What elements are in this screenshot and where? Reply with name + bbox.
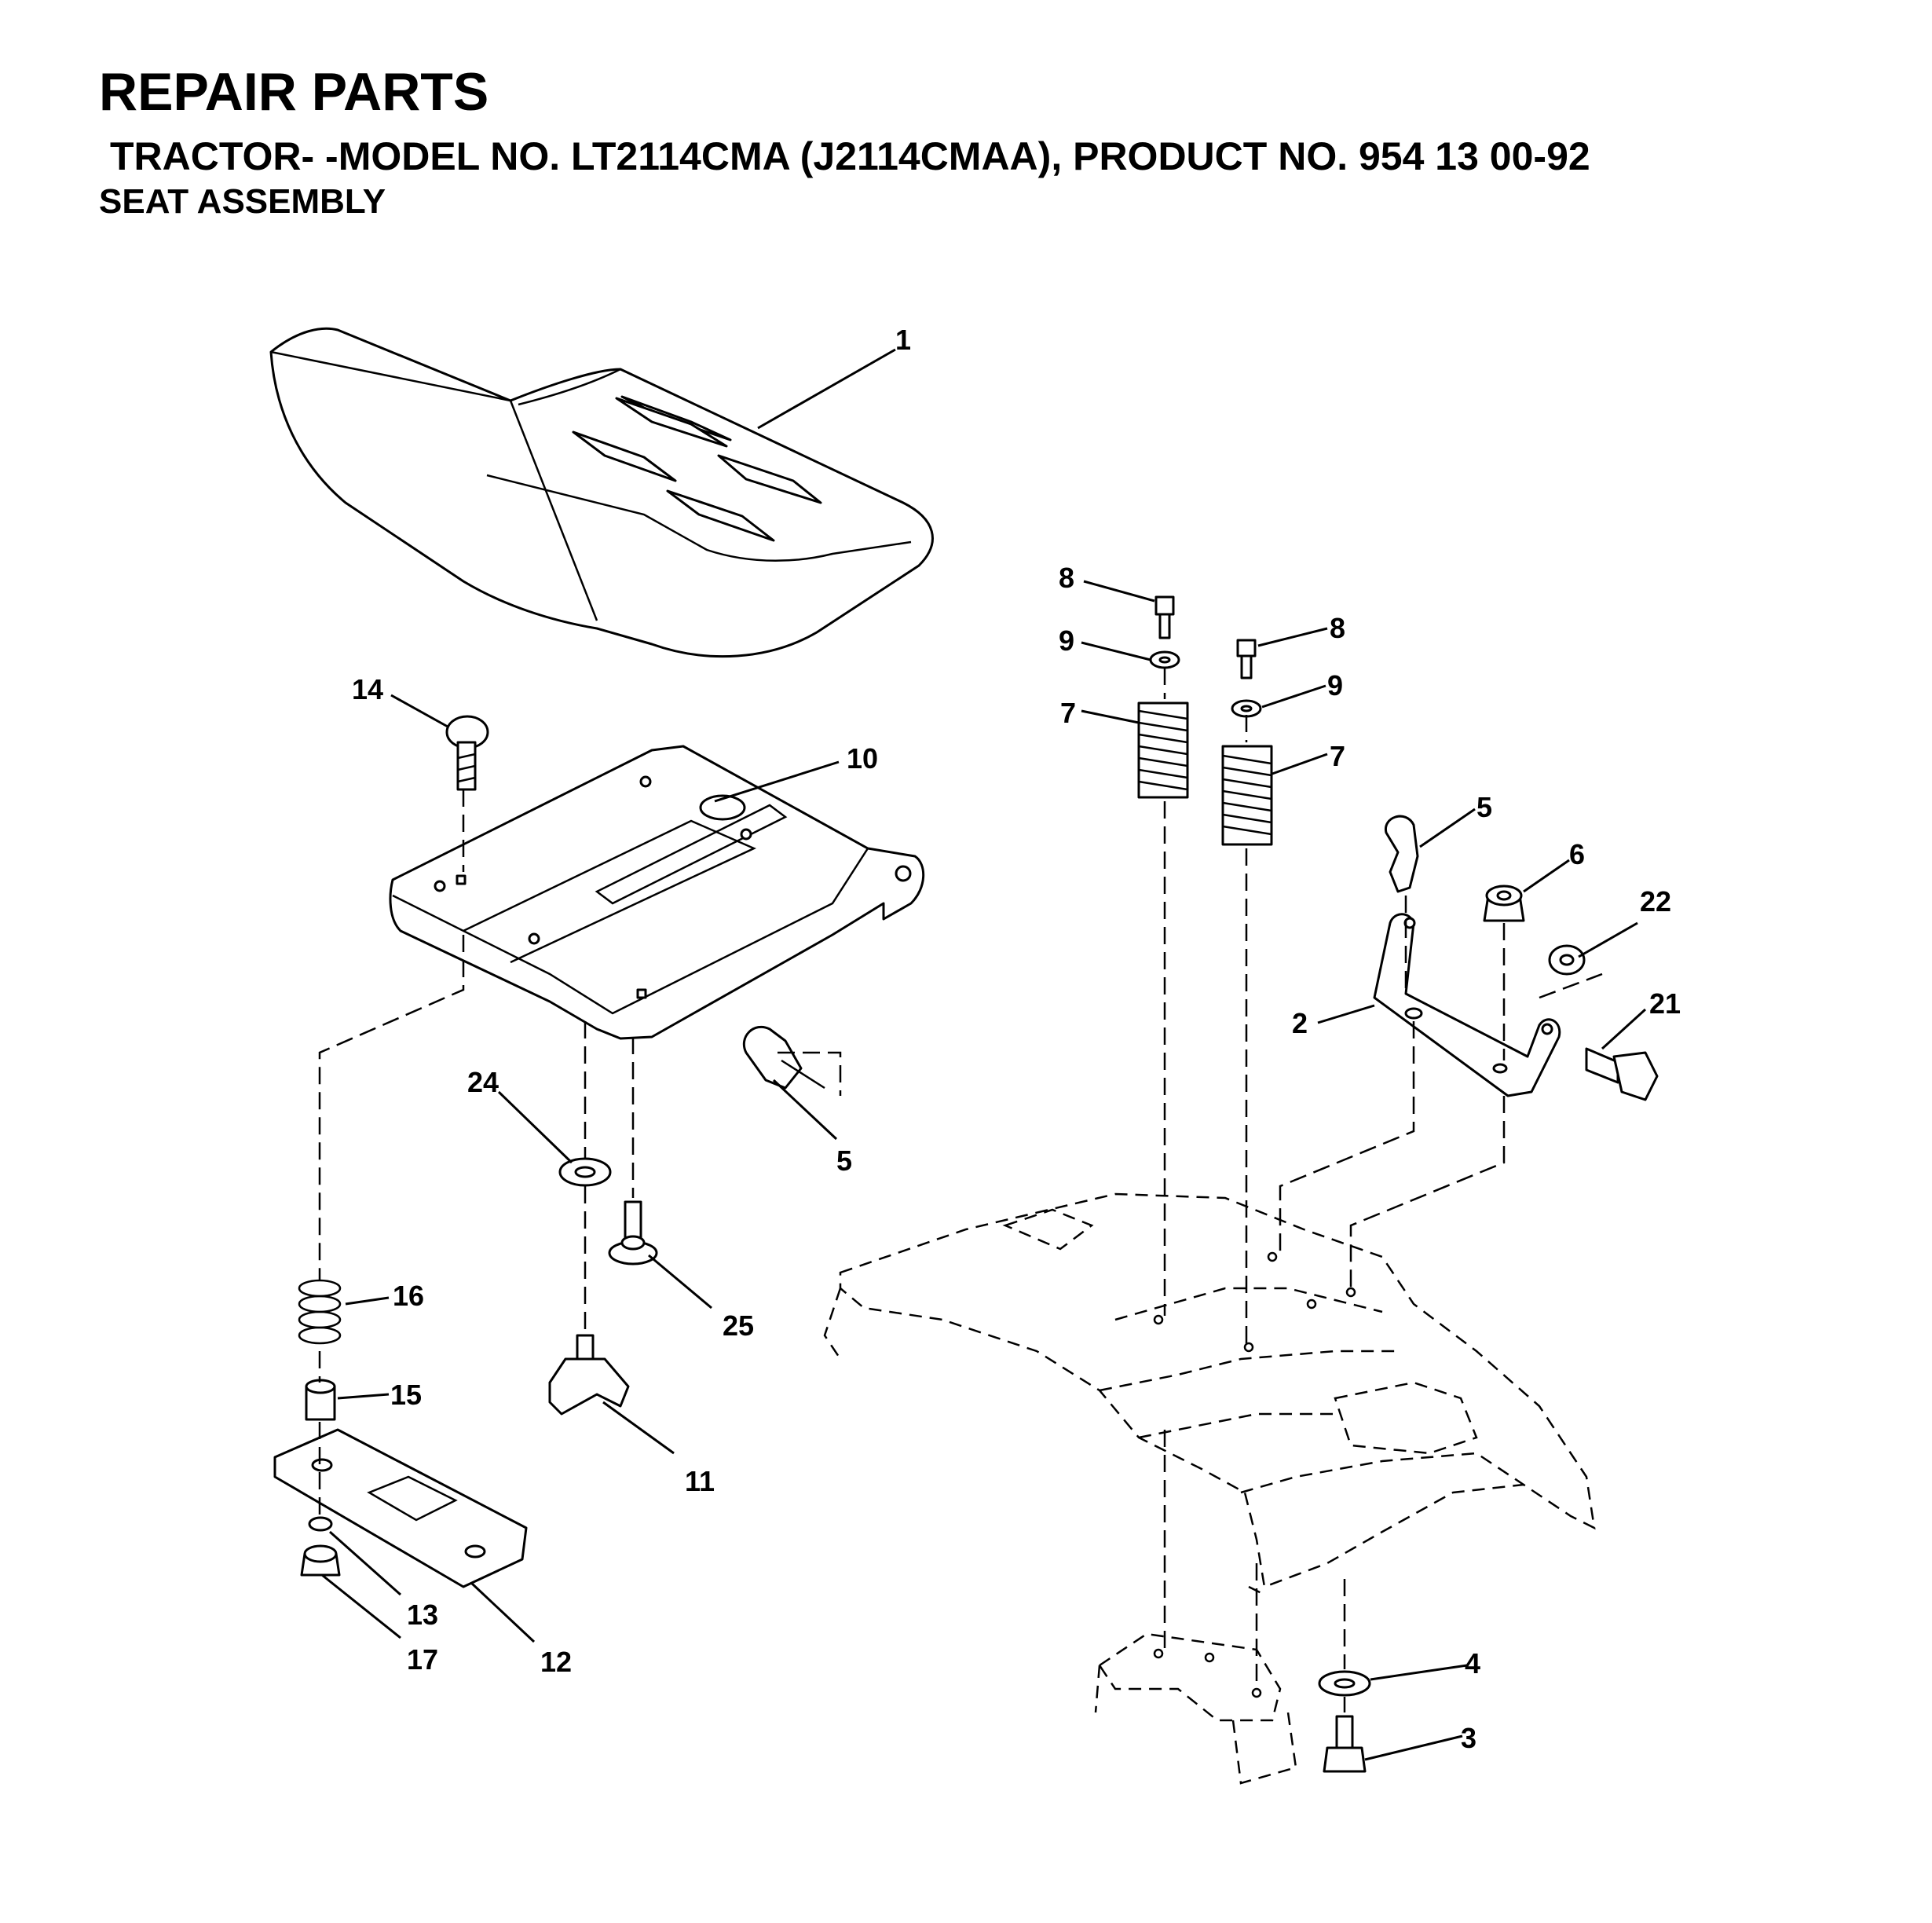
part-11-knob bbox=[548, 1334, 630, 1416]
callout-11: 11 bbox=[685, 1465, 715, 1497]
part-13-washer bbox=[308, 1516, 333, 1532]
leader-lines bbox=[321, 348, 1647, 1761]
part-4-washer bbox=[1318, 1670, 1371, 1697]
part-15-bushing bbox=[305, 1379, 336, 1421]
callout-2: 2 bbox=[1292, 1007, 1308, 1039]
part-5-clip-right bbox=[1385, 815, 1419, 893]
part-1-seat bbox=[269, 327, 934, 658]
callout-10: 10 bbox=[847, 742, 878, 775]
callout-21: 21 bbox=[1649, 987, 1681, 1020]
part-25-bolt bbox=[608, 1200, 658, 1266]
part-6-nut bbox=[1483, 885, 1525, 922]
part-9-washer-left bbox=[1149, 650, 1180, 669]
part-21-bolt bbox=[1585, 1047, 1659, 1101]
part-12-plate bbox=[273, 1428, 528, 1588]
part-16-spring bbox=[298, 1279, 342, 1345]
part-7-spring-right bbox=[1221, 745, 1273, 846]
part-9-washer-right bbox=[1231, 699, 1262, 718]
part-3-bolt bbox=[1323, 1715, 1367, 1773]
callout-1: 1 bbox=[895, 324, 911, 356]
callout-5-left: 5 bbox=[836, 1145, 852, 1177]
callout-4: 4 bbox=[1465, 1647, 1480, 1679]
model-line: TRACTOR- -MODEL NO. LT2114CMA (J2114CMAA… bbox=[110, 134, 1590, 178]
callout-25: 25 bbox=[723, 1309, 754, 1342]
page-title: REPAIR PARTS bbox=[99, 62, 489, 122]
part-7-spring-left bbox=[1137, 701, 1189, 799]
callout-9-left: 9 bbox=[1059, 625, 1074, 657]
callout-16: 16 bbox=[393, 1280, 424, 1312]
part-2-bracket bbox=[1373, 913, 1561, 1097]
part-5-clip-left bbox=[742, 1025, 825, 1090]
callout-15: 15 bbox=[390, 1379, 422, 1411]
callout-7-left: 7 bbox=[1060, 697, 1076, 729]
part-17-nut bbox=[300, 1544, 341, 1577]
part-14-carriage-bolt bbox=[445, 715, 489, 791]
callout-17: 17 bbox=[407, 1643, 438, 1676]
callout-labels: 1 2 3 4 5 5 6 7 7 8 8 9 9 10 11 12 13 14… bbox=[352, 324, 1681, 1754]
callout-9-right: 9 bbox=[1327, 669, 1343, 701]
callout-13: 13 bbox=[407, 1599, 438, 1631]
callout-8-left: 8 bbox=[1059, 562, 1074, 594]
section-title: SEAT ASSEMBLY bbox=[99, 182, 386, 221]
callout-14: 14 bbox=[352, 673, 383, 705]
part-24-washer bbox=[558, 1157, 612, 1187]
callout-3: 3 bbox=[1461, 1722, 1476, 1754]
callout-7-right: 7 bbox=[1330, 740, 1345, 772]
part-22-nut bbox=[1548, 944, 1586, 976]
callout-8-right: 8 bbox=[1330, 612, 1345, 644]
part-8-bolt-left bbox=[1154, 595, 1175, 639]
callout-5-right: 5 bbox=[1476, 791, 1492, 823]
callout-22: 22 bbox=[1640, 885, 1671, 918]
part-8-bolt-right bbox=[1236, 639, 1257, 679]
alignment-lines bbox=[318, 668, 1603, 1712]
callout-6: 6 bbox=[1569, 838, 1585, 870]
tractor-frame-reference bbox=[823, 1192, 1596, 1785]
callout-12: 12 bbox=[540, 1646, 572, 1678]
callout-24: 24 bbox=[467, 1066, 499, 1098]
part-10-seat-pan bbox=[389, 745, 925, 1040]
